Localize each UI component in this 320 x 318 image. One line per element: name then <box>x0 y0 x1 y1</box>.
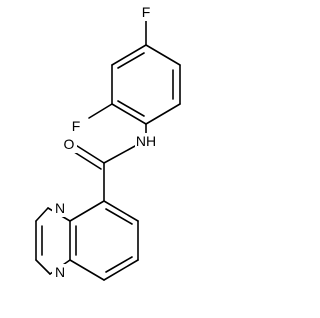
bond-lines <box>35 17 181 281</box>
bond <box>69 200 105 222</box>
bond <box>145 44 181 66</box>
bond <box>105 208 133 225</box>
atom-labels: F F NH O N N <box>52 4 159 281</box>
bond <box>111 44 147 66</box>
atom-label-fluorine-para: F <box>142 4 151 20</box>
chemical-structure: F F NH O N N <box>35 4 181 281</box>
bond <box>70 149 102 170</box>
bond <box>69 259 105 281</box>
bond <box>117 52 145 69</box>
bond <box>88 103 113 119</box>
atom-label-nitrogen-upper: N <box>55 200 65 216</box>
atom-label-nitrogen-lower: N <box>55 264 65 280</box>
bond <box>103 259 139 281</box>
bond <box>35 259 51 275</box>
bond <box>117 100 145 117</box>
atom-label-carbonyl-oxygen: O <box>64 136 75 152</box>
bond <box>105 256 133 273</box>
bond <box>145 103 181 125</box>
bond <box>111 103 147 125</box>
atom-label-amide-nitrogen: NH <box>136 133 156 149</box>
bond <box>103 200 139 222</box>
bond <box>73 143 105 164</box>
bond <box>35 207 49 222</box>
atom-label-fluorine-ortho: F <box>72 118 81 134</box>
